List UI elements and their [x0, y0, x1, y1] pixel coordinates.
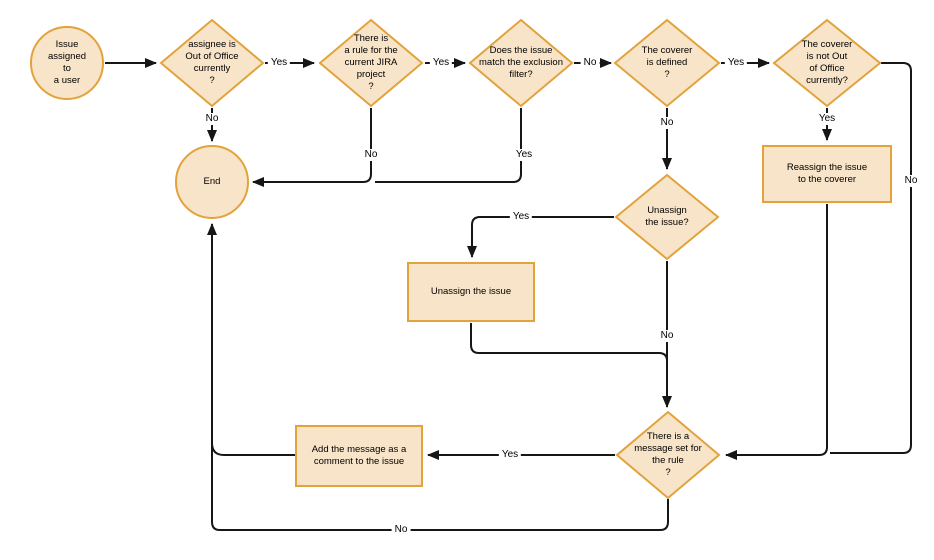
edge-label-coverer-defined-no: No — [657, 117, 677, 129]
diamond-shape — [159, 18, 265, 108]
edge-exclusion-yes — [375, 108, 522, 183]
diamond-shape — [468, 18, 574, 108]
process-add-message-comment: Add the message as a comment to the issu… — [295, 425, 423, 487]
process-unassign-label: Unassign the issue — [430, 286, 512, 298]
edge-label-rule-yes: Yes — [429, 57, 453, 69]
decision-message-label: There is a message set for the rule ? — [634, 431, 702, 478]
end-node: End — [175, 145, 249, 219]
end-node-label: End — [203, 176, 221, 188]
edge-label-message-yes: Yes — [498, 449, 522, 461]
diamond-shape — [772, 18, 882, 108]
edge-label-exclusion-no: No — [580, 57, 600, 69]
diamond-shape — [613, 18, 721, 108]
edge-label-assignee-no: No — [202, 113, 222, 125]
diamond-shape — [318, 18, 424, 108]
edge-label-coverer-defined-yes: Yes — [724, 57, 748, 69]
decision-rule-exists: There is a rule for the current JIRA pro… — [318, 18, 424, 108]
decision-coverer-defined: The coverer is defined ? — [613, 18, 721, 108]
process-add-message-label: Add the message as a comment to the issu… — [311, 444, 407, 467]
process-reassign-issue: Reassign the issue to the coverer — [762, 145, 892, 203]
edge-label-unassign-yes: Yes — [509, 211, 533, 223]
edge-message-no — [207, 223, 669, 531]
decision-coverer-defined-label: The coverer is defined ? — [641, 45, 693, 80]
edge-rule-no — [252, 108, 372, 187]
decision-coverer-out-of-office: The coverer is not Out of Office current… — [772, 18, 882, 108]
decision-rule-label: There is a rule for the current JIRA pro… — [344, 33, 398, 92]
edge-addmessage-to-end — [211, 442, 295, 456]
decision-message-set: There is a message set for the rule ? — [615, 410, 721, 500]
edge-label-coverer-ooo-yes: Yes — [815, 113, 839, 125]
decision-exclusion-label: Does the issue match the exclusion filte… — [479, 45, 563, 80]
edge-label-rule-no: No — [361, 149, 381, 161]
start-node: Issue assigned to a user — [30, 26, 104, 100]
start-node-label: Issue assigned to a user — [47, 39, 87, 86]
edge-label-unassign-no: No — [657, 330, 677, 342]
decision-unassign-label: Unassign the issue? — [645, 205, 689, 228]
edge-unassign-box-down — [470, 323, 668, 362]
decision-exclusion-filter: Does the issue match the exclusion filte… — [468, 18, 574, 108]
process-reassign-label: Reassign the issue to the coverer — [786, 162, 868, 185]
diamond-shape — [614, 173, 720, 261]
process-unassign-issue: Unassign the issue — [407, 262, 535, 322]
decision-assignee-label: assignee is Out of Office currently ? — [185, 39, 239, 86]
edge-coverer-ooo-no — [830, 62, 912, 454]
edge-reassign-to-message — [725, 204, 828, 460]
decision-assignee-out-of-office: assignee is Out of Office currently ? — [159, 18, 265, 108]
edge-label-coverer-ooo-no: No — [901, 175, 921, 187]
decision-coverer-ooo-label: The coverer is not Out of Office current… — [801, 39, 853, 86]
edge-label-exclusion-yes: Yes — [512, 149, 536, 161]
decision-unassign-issue: Unassign the issue? — [614, 173, 720, 261]
edge-unassign-yes — [467, 216, 614, 258]
edge-label-message-no: No — [391, 524, 411, 536]
edge-label-assignee-yes: Yes — [267, 57, 291, 69]
diamond-shape — [615, 410, 721, 500]
